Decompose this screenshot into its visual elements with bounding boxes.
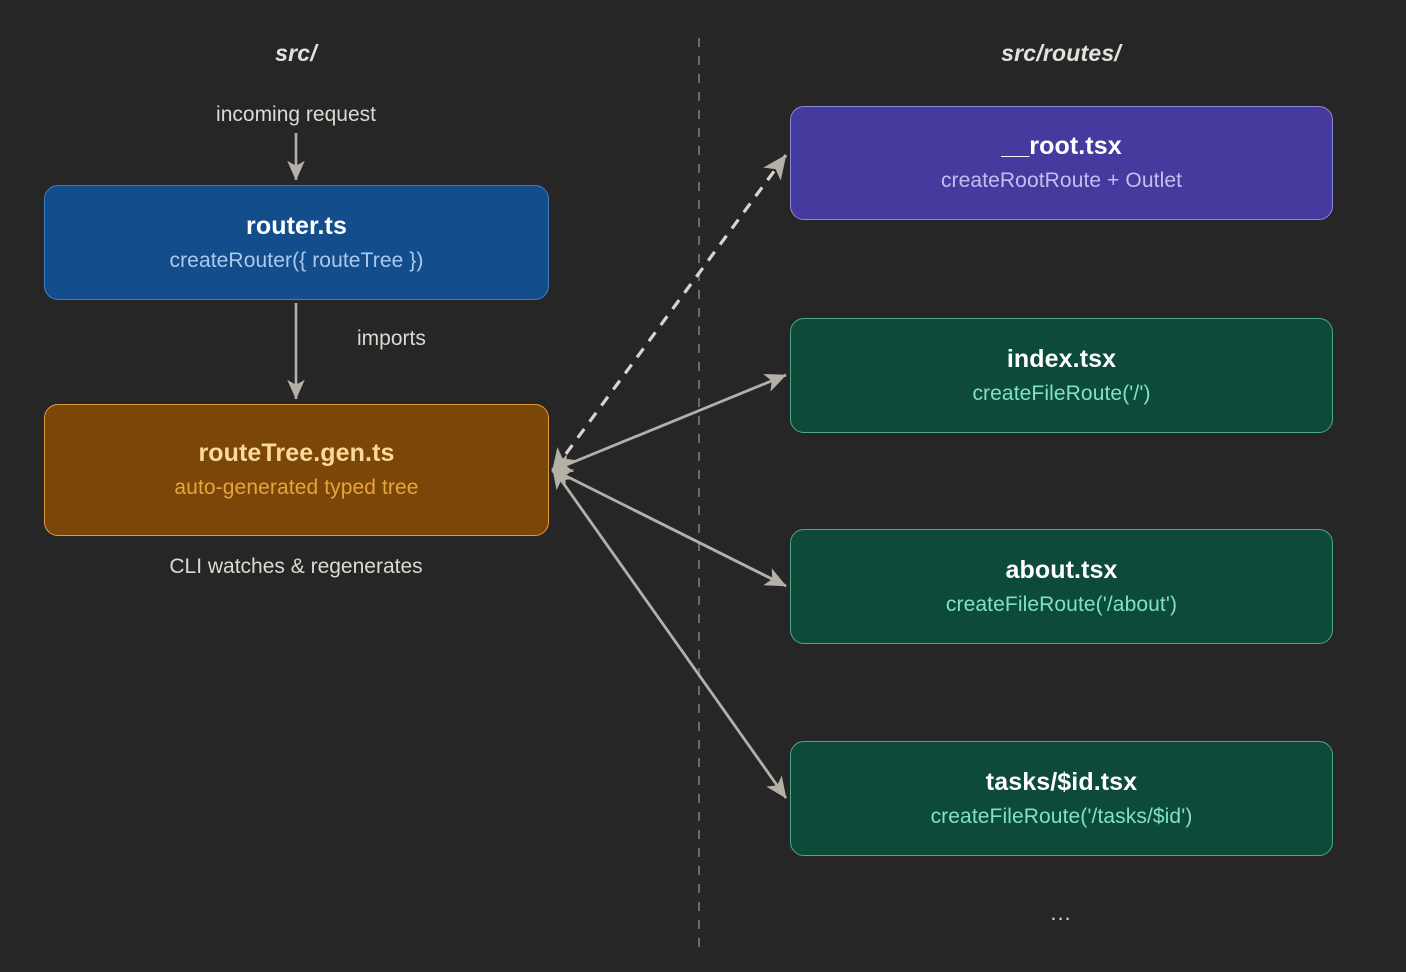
label-cli-watches: CLI watches & regenerates [169, 555, 423, 578]
column-caption-src: src/ [275, 40, 317, 66]
label-more-routes-ellipsis: ... [1050, 900, 1072, 925]
node-index-tsx-subtitle: createFileRoute('/') [972, 381, 1151, 405]
node-root-tsx-title: __root.tsx [1001, 132, 1122, 161]
node-about-tsx[interactable]: about.tsx createFileRoute('/about') [790, 529, 1333, 644]
column-caption-src-routes: src/routes/ [1001, 40, 1121, 66]
edge-route-tree-to-index [550, 373, 787, 473]
node-tasks-id-tsx[interactable]: tasks/$id.tsx createFileRoute('/tasks/$i… [790, 741, 1333, 856]
edge-route-tree-to-root [551, 154, 788, 474]
edge-route-tree-to-about [550, 468, 787, 588]
node-about-tsx-subtitle: createFileRoute('/about') [945, 592, 1178, 616]
node-route-tree-gen-ts[interactable]: routeTree.gen.ts auto-generated typed tr… [44, 404, 549, 536]
node-tasks-id-tsx-subtitle: createFileRoute('/tasks/$id') [930, 804, 1193, 828]
node-index-tsx[interactable]: index.tsx createFileRoute('/') [790, 318, 1333, 433]
node-index-tsx-title: index.tsx [1006, 344, 1117, 373]
node-root-tsx-subtitle: createRootRoute + Outlet [940, 169, 1183, 193]
node-router-ts-subtitle: createRouter({ routeTree }) [169, 248, 424, 272]
node-route-tree-gen-ts-subtitle: auto-generated typed tree [174, 476, 419, 500]
label-imports: imports [357, 327, 426, 350]
node-router-ts-title: router.ts [246, 211, 347, 240]
node-router-ts[interactable]: router.ts createRouter({ routeTree }) [44, 185, 549, 300]
node-about-tsx-title: about.tsx [1005, 555, 1118, 584]
node-root-tsx[interactable]: __root.tsx createRootRoute + Outlet [790, 106, 1333, 220]
node-tasks-id-tsx-title: tasks/$id.tsx [985, 767, 1138, 796]
edge-route-tree-to-tasks [552, 467, 788, 799]
node-route-tree-gen-ts-title: routeTree.gen.ts [198, 439, 395, 468]
label-incoming-request: incoming request [216, 103, 376, 126]
